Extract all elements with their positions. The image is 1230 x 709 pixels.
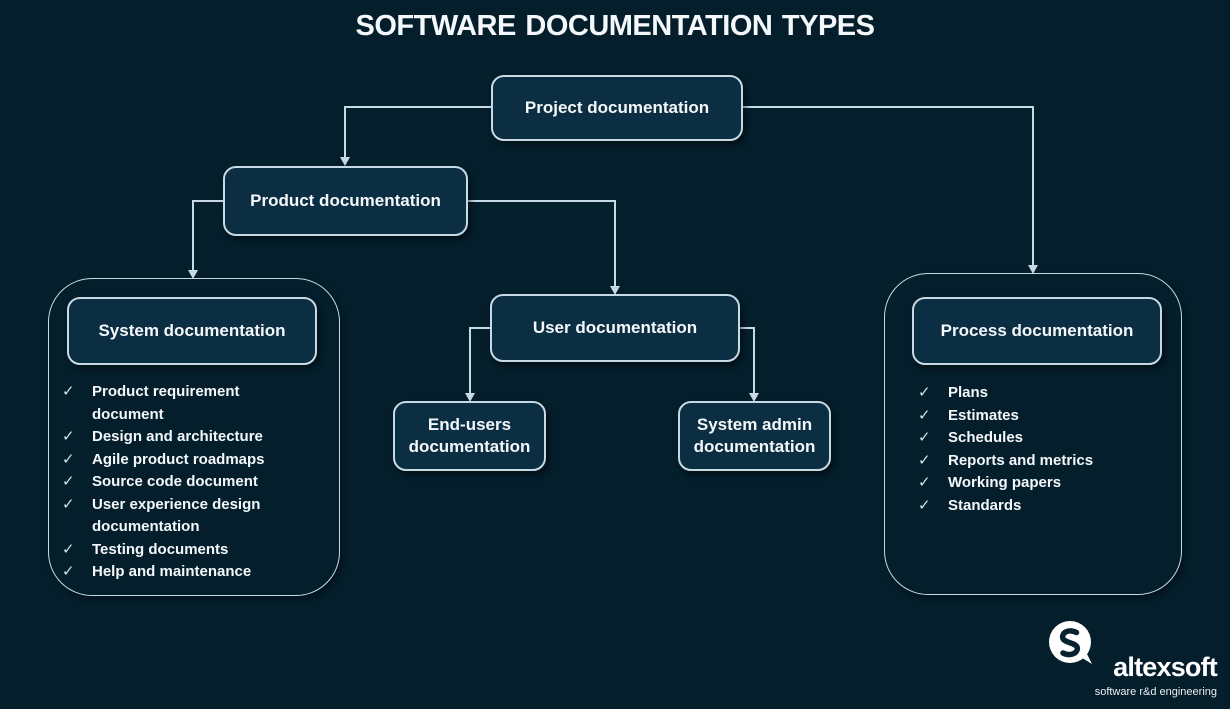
check-icon: ✓ (918, 405, 948, 428)
checklist-item: ✓Source code document (62, 471, 302, 494)
checklist-item-label: Reports and metrics (948, 450, 1093, 473)
connector-line (753, 327, 755, 393)
connector-line (469, 327, 471, 393)
checklist-item-label: Agile product roadmaps (92, 449, 265, 472)
node-user-documentation: User documentation (490, 294, 740, 362)
checklist-item: ✓Testing documents (62, 539, 302, 562)
node-product-documentation: Product documentation (223, 166, 468, 236)
checklist-item: ✓User experience design documentation (62, 494, 302, 539)
node-label: User documentation (533, 317, 697, 339)
node-system-admin-documentation: System admin documentation (678, 401, 831, 471)
check-icon: ✓ (62, 426, 92, 449)
checklist-item-label: Source code document (92, 471, 258, 494)
checklist-item-label: User experience design documentation (92, 494, 290, 539)
node-label: System admin documentation (690, 414, 819, 458)
altexsoft-logo-icon (1048, 620, 1094, 671)
node-label: Project documentation (525, 97, 709, 119)
check-icon: ✓ (62, 494, 92, 517)
check-icon: ✓ (918, 450, 948, 473)
checklist-item-label: Testing documents (92, 539, 228, 562)
checklist-item: ✓Design and architecture (62, 426, 302, 449)
checklist-item: ✓Estimates (918, 405, 1170, 428)
connector-line (346, 106, 491, 108)
node-label: Product documentation (250, 190, 441, 212)
checklist-item-label: Schedules (948, 427, 1023, 450)
check-icon: ✓ (918, 427, 948, 450)
checklist-item: ✓Help and maintenance (62, 561, 302, 584)
checklist-item-label: Standards (948, 495, 1021, 518)
node-process-documentation: Process documentation (912, 297, 1162, 365)
check-icon: ✓ (918, 472, 948, 495)
checklist-item: ✓Plans (918, 382, 1170, 405)
checklist-item-label: Working papers (948, 472, 1061, 495)
process-documentation-checklist: ✓Plans✓Estimates✓Schedules✓Reports and m… (918, 382, 1170, 517)
checklist-item: ✓Agile product roadmaps (62, 449, 302, 472)
system-documentation-checklist: ✓Product requirement document✓Design and… (62, 381, 302, 584)
arrowhead-icon (340, 157, 350, 166)
connector-line (192, 200, 194, 270)
check-icon: ✓ (62, 561, 92, 584)
check-icon: ✓ (918, 382, 948, 405)
connector-line (740, 327, 754, 329)
checklist-item: ✓Reports and metrics (918, 450, 1170, 473)
check-icon: ✓ (62, 449, 92, 472)
check-icon: ✓ (62, 471, 92, 494)
page-title: SOFTWARE DOCUMENTATION TYPES (0, 10, 1230, 43)
connector-line (193, 200, 223, 202)
checklist-item-label: Design and architecture (92, 426, 263, 449)
checklist-item: ✓Standards (918, 495, 1170, 518)
connector-line (468, 200, 615, 202)
checklist-item-label: Estimates (948, 405, 1019, 428)
check-icon: ✓ (918, 495, 948, 518)
connector-line (470, 327, 490, 329)
node-end-users-documentation: End-users documentation (393, 401, 546, 471)
checklist-item-label: Product requirement document (92, 381, 290, 426)
node-label: Process documentation (941, 320, 1134, 342)
check-icon: ✓ (62, 381, 92, 404)
connector-line (344, 106, 346, 157)
connector-line (743, 106, 1033, 108)
checklist-item-label: Help and maintenance (92, 561, 251, 584)
check-icon: ✓ (62, 539, 92, 562)
brand-tagline: software r&d engineering (1088, 686, 1217, 698)
node-project-documentation: Project documentation (491, 75, 743, 141)
node-label: End-users documentation (405, 414, 534, 458)
connector-line (614, 200, 616, 286)
connector-line (1032, 106, 1034, 265)
checklist-item: ✓Product requirement document (62, 381, 302, 426)
brand-name: altexsoft (1091, 652, 1217, 682)
checklist-item-label: Plans (948, 382, 988, 405)
node-system-documentation: System documentation (67, 297, 317, 365)
checklist-item: ✓Schedules (918, 427, 1170, 450)
node-label: System documentation (98, 320, 285, 342)
checklist-item: ✓Working papers (918, 472, 1170, 495)
